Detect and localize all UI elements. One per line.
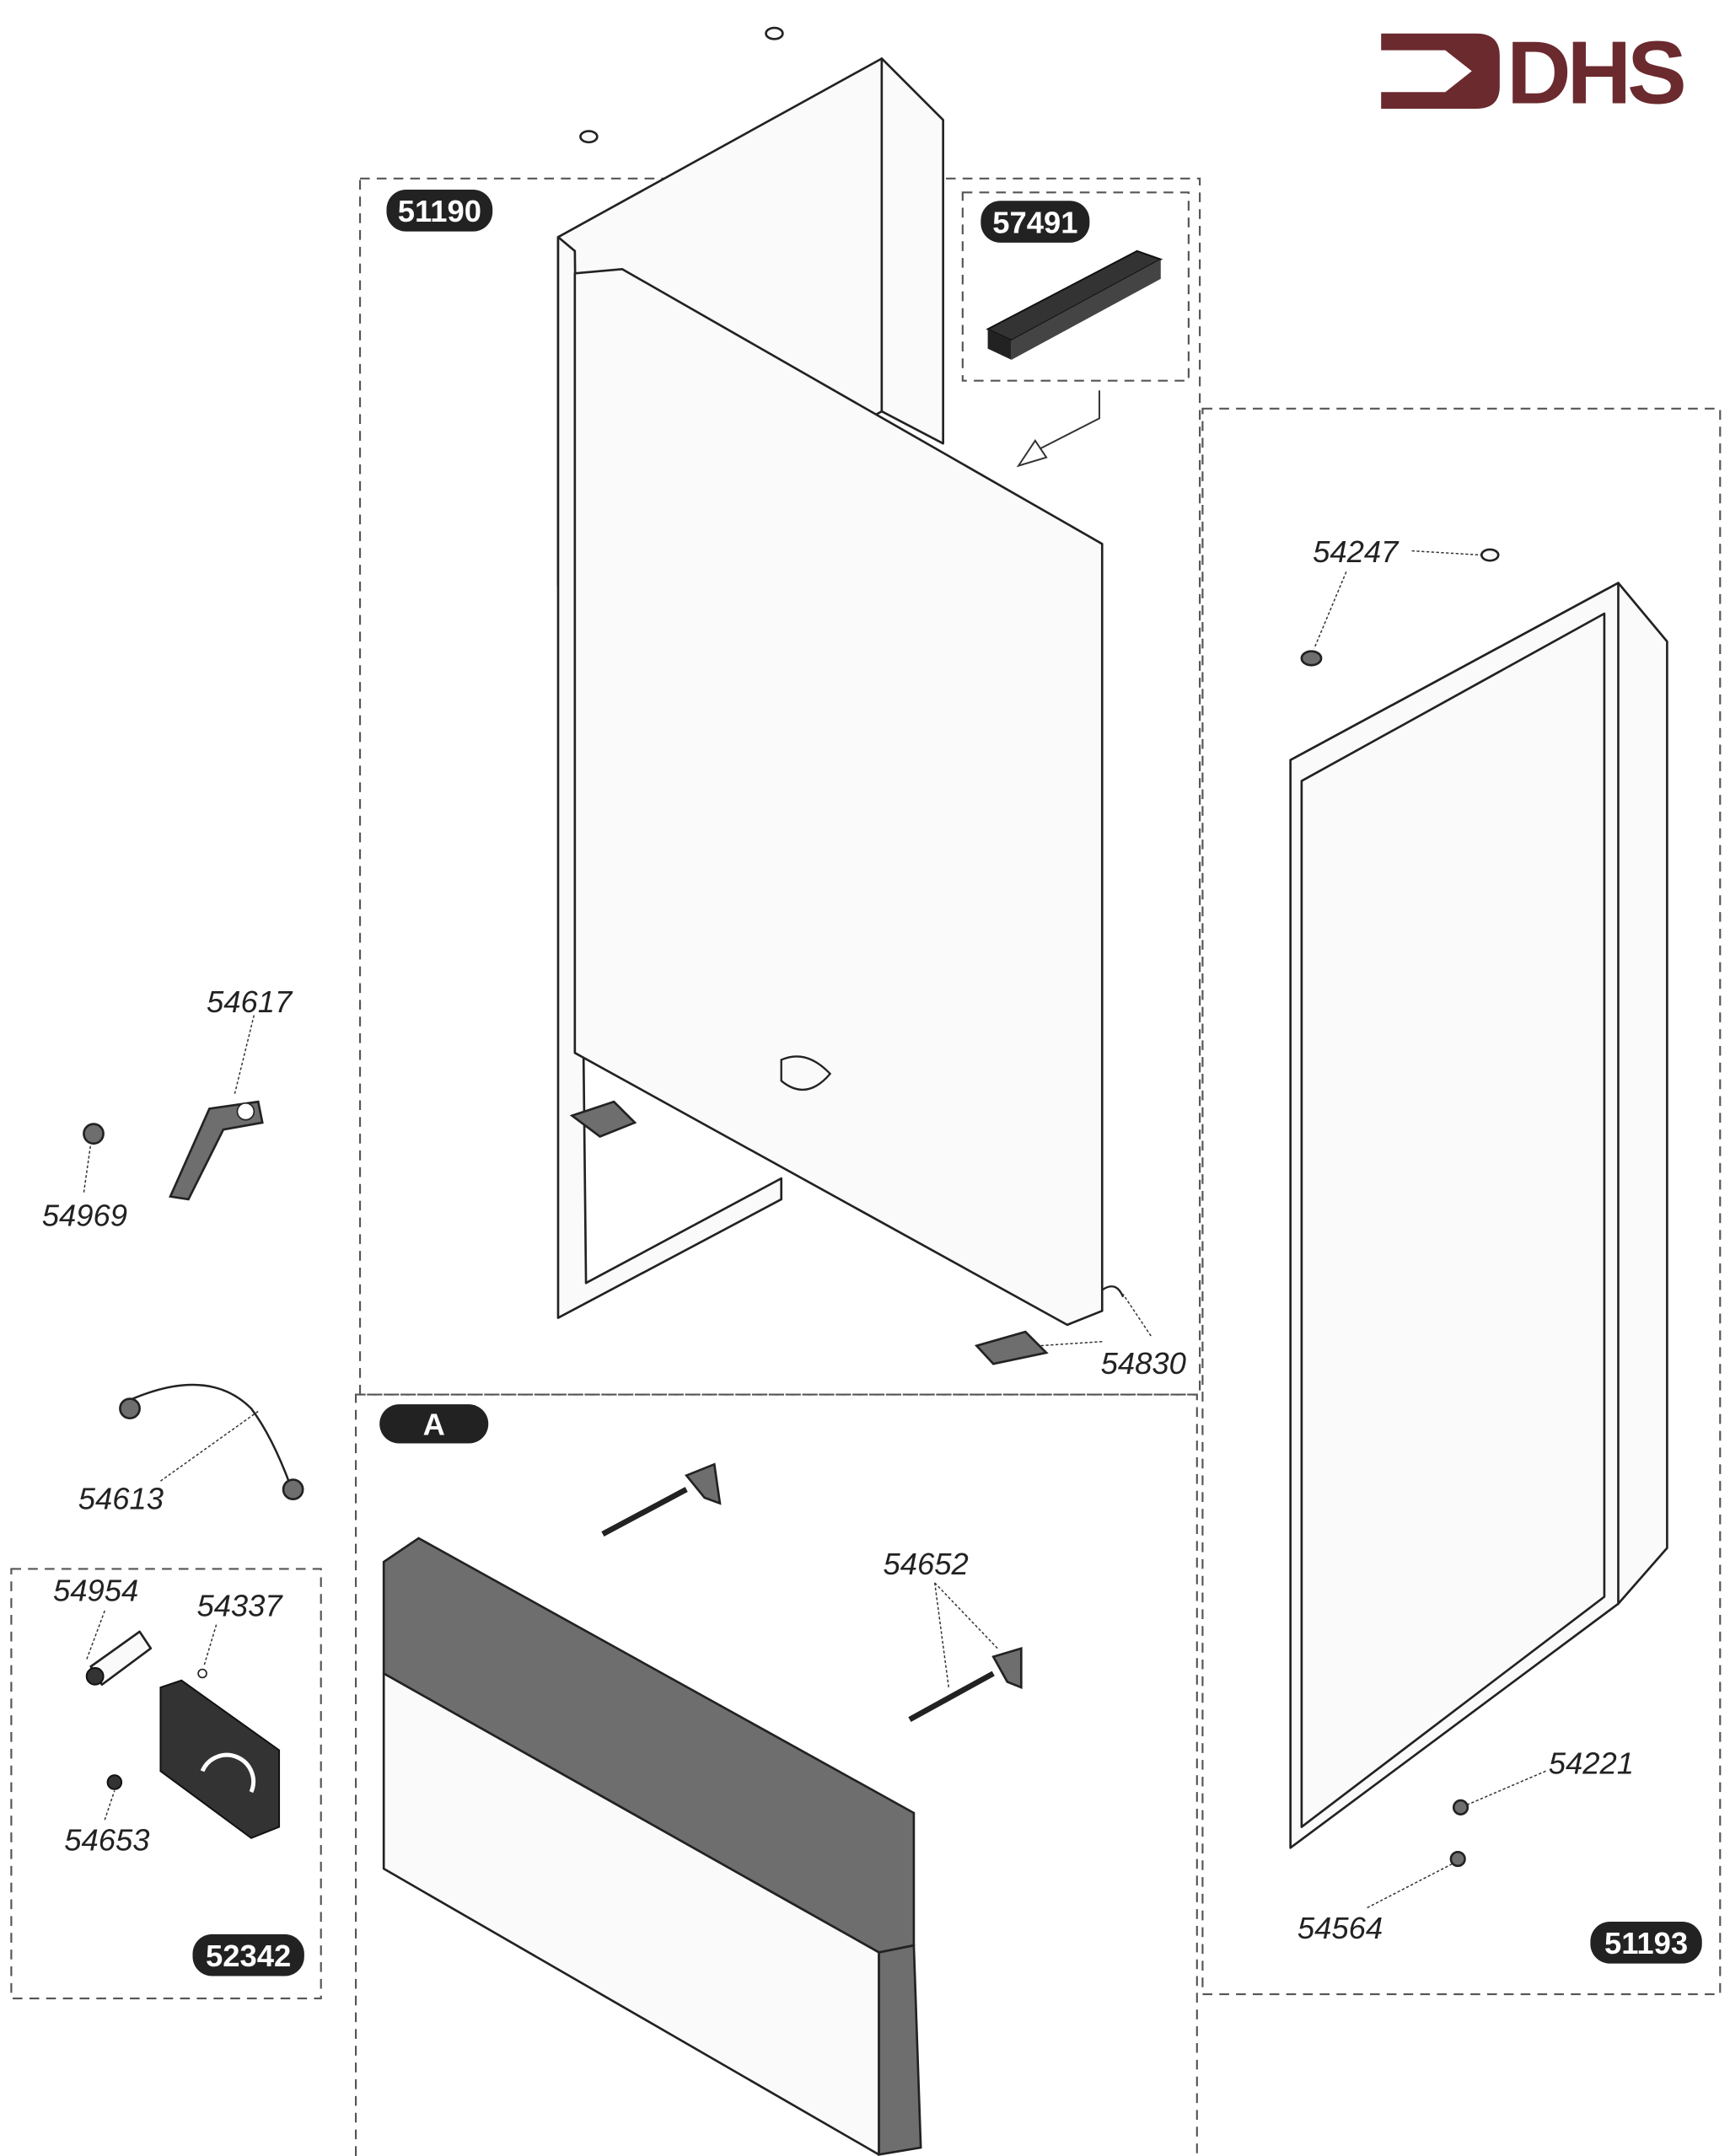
group-box-51193 xyxy=(1201,407,1722,1996)
cable-54613 xyxy=(119,1383,304,1501)
insert-arrow-icon xyxy=(1039,390,1100,450)
badge-text: 57491 xyxy=(992,205,1077,239)
screw-icon xyxy=(1449,1850,1466,1868)
part-label: 54617 xyxy=(207,984,293,1019)
clip-icon xyxy=(1480,548,1500,562)
handle-54617 xyxy=(169,1100,264,1201)
cabinet-frame xyxy=(556,57,1125,1365)
part-label: 54830 xyxy=(1101,1346,1186,1381)
group-box-52342 xyxy=(10,1568,322,2000)
screw-icon xyxy=(83,1123,105,1145)
part-label: 54247 xyxy=(1313,534,1400,569)
badge-52342: 52342 xyxy=(192,1933,304,1976)
badge-51190: 51190 xyxy=(386,190,493,232)
right-door-panel xyxy=(1289,582,1668,1849)
group-box-a xyxy=(354,1393,1198,2156)
thermostat-control xyxy=(159,1679,281,1839)
badge-a: A xyxy=(379,1404,489,1444)
top-clip-icon xyxy=(765,26,784,40)
part-label: 54969 xyxy=(42,1198,127,1232)
seal-strip-57491 xyxy=(986,249,1163,360)
badge-text: A xyxy=(423,1408,445,1442)
badge-51193: 51193 xyxy=(1590,1922,1702,1964)
part-label: 54564 xyxy=(1298,1911,1383,1945)
group-box-57491 xyxy=(961,191,1190,382)
part-label: 54221 xyxy=(1549,1746,1634,1781)
leader-lines xyxy=(83,550,1546,1909)
part-label: 54337 xyxy=(196,1589,283,1623)
screw-icon xyxy=(106,1774,123,1790)
badge-text: 52342 xyxy=(206,1939,291,1973)
dhs-logo: DHS xyxy=(1381,23,1688,122)
part-label: 54954 xyxy=(53,1573,138,1607)
tube-54954 xyxy=(85,1630,153,1687)
ring-icon xyxy=(197,1668,207,1679)
drawer-front xyxy=(382,1537,922,2156)
hinge-pin xyxy=(601,1462,722,1537)
part-label: 54652 xyxy=(884,1547,969,1581)
clip-icon xyxy=(1300,650,1323,667)
arrow-head-icon xyxy=(1016,439,1048,468)
badge-text: 51193 xyxy=(1604,1926,1688,1960)
part-label: 54653 xyxy=(64,1823,149,1858)
badge-57491: 57491 xyxy=(981,201,1090,243)
part-label: 54613 xyxy=(78,1481,164,1515)
badge-text: 51190 xyxy=(398,194,481,228)
top-clip-icon xyxy=(579,130,599,144)
hinge-pin xyxy=(908,1646,1023,1723)
logo-text: DHS xyxy=(1507,23,1684,122)
screw-icon xyxy=(1452,1799,1469,1815)
